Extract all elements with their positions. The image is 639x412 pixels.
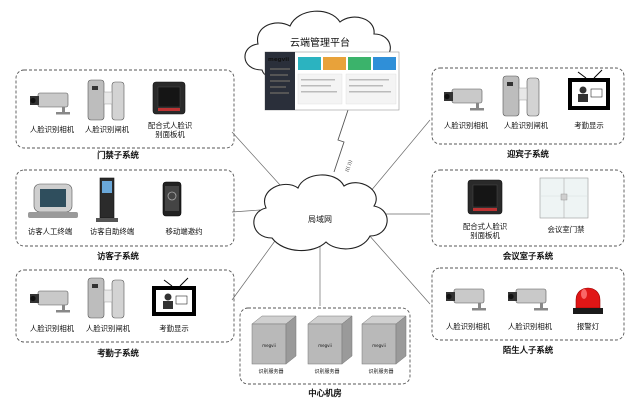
access-item-3-label-line1: 配合式人脸识 — [148, 121, 192, 130]
attendance-box — [15, 269, 235, 343]
meeting-box — [431, 169, 625, 247]
lan-cloud: 局域网 — [253, 174, 388, 252]
stranger-title: 陌生人子系统 — [503, 345, 554, 355]
dashboard-stat-tile — [348, 57, 371, 70]
data-center-subsystem: megvii megvii megvii 识别服务器 识别服务器 识别服务器 中… — [239, 307, 411, 398]
attendance-subsystem: 人脸识别相机 人脸识别闸机 考勤显示 考勤子系统 — [15, 269, 235, 358]
visitor-item-2-label: 访客自助终端 — [90, 227, 135, 236]
attendance-item-1-label: 人脸识别相机 — [30, 324, 75, 333]
visitor-item-3-label: 移动端邀约 — [166, 227, 203, 236]
access-control-subsystem: 人脸识别相机 人脸识别闸机 配合式人脸识 别面板机 门禁子系统 — [15, 69, 235, 160]
access-item-3-label-line2: 别面板机 — [155, 130, 185, 139]
meeting-item-2-label: 会议室门禁 — [548, 225, 586, 234]
guest-title: 迎宾子系统 — [507, 149, 549, 159]
server-icon: megvii — [307, 315, 353, 365]
face-camera-icon — [508, 288, 548, 311]
lan-cloud-shape — [253, 174, 388, 252]
wifi-text: ((( ))) — [344, 159, 354, 173]
cloud-platform: 云端管理平台 megvii — [244, 10, 400, 111]
megvii-logo: megvii — [268, 57, 289, 63]
data-center-title: 中心机房 — [308, 388, 342, 398]
link-attendance — [231, 233, 281, 301]
alarm-light-icon — [573, 287, 603, 314]
visitor-subsystem: 访客人工终端 访客自助终端 移动端邀约 访客子系统 — [15, 169, 235, 261]
server-icon: megvii — [251, 315, 297, 365]
cloud-platform-title: 云端管理平台 — [290, 36, 350, 49]
visitor-box — [15, 169, 235, 247]
meeting-subsystem: 配合式人脸识 别面板机 会议室门禁 会议室子系统 — [431, 169, 625, 261]
face-camera-icon — [30, 290, 70, 313]
link-cloud-wireless — [333, 109, 349, 173]
link-stranger — [367, 233, 431, 305]
stranger-subsystem: 人脸识别相机 人脸识别相机 报警灯 陌生人子系统 — [431, 267, 625, 355]
face-gate-icon — [87, 79, 125, 121]
server-brand: megvii — [372, 343, 386, 348]
access-item-1-label: 人脸识别相机 — [30, 125, 75, 134]
self-service-terminal-icon — [96, 177, 118, 222]
stranger-item-2-label: 人脸识别相机 — [508, 322, 553, 331]
dashboard-stat-tile — [323, 57, 346, 70]
dashboard-stat-tile — [298, 57, 321, 70]
server-icon: megvii — [361, 315, 407, 365]
stranger-item-3-label: 报警灯 — [577, 322, 600, 331]
meeting-item-1-label-line1: 配合式人脸识 — [463, 222, 507, 231]
access-control-box — [15, 69, 235, 149]
dashboard-stat-tile — [373, 57, 396, 70]
attendance-item-3-label: 考勤显示 — [159, 324, 189, 333]
lan-label: 局域网 — [308, 214, 332, 224]
server-2-label: 识别服务器 — [314, 368, 339, 375]
guest-subsystem: 人脸识别相机 人脸识别闸机 考勤显示 迎宾子系统 — [431, 67, 625, 159]
server-brand: megvii — [262, 343, 276, 348]
face-panel-icon — [467, 179, 503, 215]
visitor-title: 访客子系统 — [97, 251, 139, 261]
face-camera-icon — [446, 288, 486, 311]
stranger-box — [431, 267, 625, 341]
attendance-display-icon — [152, 277, 196, 316]
face-gate-icon — [502, 75, 540, 117]
access-control-title: 门禁子系统 — [97, 150, 139, 160]
visitor-kiosk-icon — [28, 183, 78, 218]
visitor-item-1-label: 访客人工终端 — [28, 227, 73, 236]
server-brand: megvii — [318, 343, 332, 348]
link-visitor — [231, 209, 261, 213]
face-camera-icon — [30, 92, 70, 115]
guest-item-1-label: 人脸识别相机 — [444, 121, 489, 130]
face-panel-icon — [152, 81, 186, 115]
meeting-title: 会议室子系统 — [502, 251, 554, 261]
guest-item-3-label: 考勤显示 — [574, 121, 604, 130]
server-1-label: 识别服务器 — [258, 368, 283, 375]
link-guest — [369, 119, 431, 193]
face-gate-icon — [87, 277, 125, 319]
attendance-display-icon — [568, 69, 610, 110]
dashboard-screenshot: megvii — [264, 51, 400, 111]
guest-box — [431, 67, 625, 145]
meeting-door-icon — [539, 177, 589, 219]
stranger-item-1-label: 人脸识别相机 — [446, 322, 491, 331]
attendance-title: 考勤子系统 — [97, 348, 139, 358]
connection-lines — [231, 109, 431, 306]
server-3-label: 识别服务器 — [368, 368, 393, 375]
meeting-item-1-label-line2: 别面板机 — [470, 231, 500, 240]
face-camera-icon — [444, 88, 484, 111]
guest-item-2-label: 人脸识别闸机 — [504, 121, 549, 130]
access-item-2-label: 人脸识别闸机 — [85, 125, 130, 134]
data-center-box — [239, 307, 411, 385]
attendance-item-2-label: 人脸识别闸机 — [86, 324, 131, 333]
mobile-phone-icon — [162, 181, 182, 217]
